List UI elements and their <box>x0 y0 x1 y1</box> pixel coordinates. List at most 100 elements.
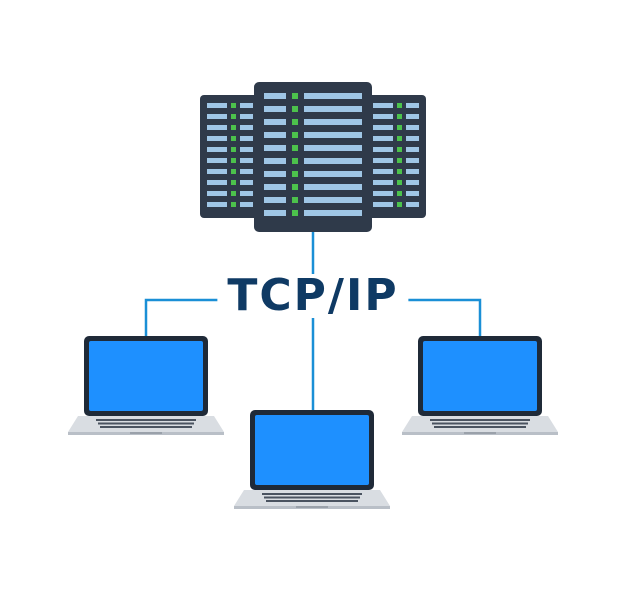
drive-slot <box>373 136 393 141</box>
status-led <box>231 136 236 141</box>
protocol-label: TCP/IP <box>217 274 409 318</box>
drive-slot <box>264 171 286 177</box>
drive-slot <box>304 106 362 112</box>
status-led <box>397 158 402 163</box>
status-led <box>231 125 236 130</box>
status-led <box>397 114 402 119</box>
status-led <box>397 180 402 185</box>
drive-slot <box>406 125 419 130</box>
status-led <box>292 171 298 177</box>
drive-slot <box>207 158 227 163</box>
laptop-right-icon <box>402 336 558 435</box>
drive-slot <box>304 145 362 151</box>
status-led <box>292 184 298 190</box>
drive-slot <box>207 191 227 196</box>
drive-slot <box>304 93 362 99</box>
drive-slot <box>406 103 419 108</box>
drive-slot <box>304 210 362 216</box>
drive-slot <box>264 132 286 138</box>
laptop-screen <box>89 341 203 411</box>
drive-slot <box>264 210 286 216</box>
laptop-center-icon <box>234 410 390 509</box>
drive-slot <box>373 147 393 152</box>
status-led <box>231 158 236 163</box>
drive-slot <box>264 119 286 125</box>
keyboard-row <box>430 419 530 421</box>
drive-slot <box>240 147 253 152</box>
drive-slot <box>304 132 362 138</box>
status-led <box>231 114 236 119</box>
status-led <box>397 136 402 141</box>
drive-slot <box>240 158 253 163</box>
keyboard-row <box>100 426 192 428</box>
drive-slot <box>240 103 253 108</box>
drive-slot <box>207 169 227 174</box>
status-led <box>292 132 298 138</box>
status-led <box>397 125 402 130</box>
status-led <box>231 191 236 196</box>
drive-slot <box>240 202 253 207</box>
keyboard-row <box>98 422 194 425</box>
drive-slot <box>240 114 253 119</box>
drive-slot <box>207 125 227 130</box>
drive-slot <box>264 184 286 190</box>
drive-slot <box>373 180 393 185</box>
drive-slot <box>207 180 227 185</box>
drive-slot <box>406 147 419 152</box>
laptop-left-icon <box>68 336 224 435</box>
keyboard-row <box>434 426 526 428</box>
server-rack-icon <box>200 82 426 232</box>
status-led <box>292 145 298 151</box>
laptop-screen <box>423 341 537 411</box>
drive-slot <box>264 106 286 112</box>
status-led <box>397 169 402 174</box>
drive-slot <box>264 93 286 99</box>
drive-slot <box>406 158 419 163</box>
keyboard-row <box>266 500 358 502</box>
drive-slot <box>240 136 253 141</box>
status-led <box>397 147 402 152</box>
laptop-screen <box>255 415 369 485</box>
touchpad-notch <box>464 432 496 434</box>
connector-to-laptop-left <box>144 298 226 336</box>
status-led <box>397 202 402 207</box>
status-led <box>292 119 298 125</box>
drive-slot <box>406 169 419 174</box>
drive-slot <box>304 158 362 164</box>
keyboard-row <box>432 422 528 425</box>
drive-slot <box>373 103 393 108</box>
drive-slot <box>240 191 253 196</box>
status-led <box>292 106 298 112</box>
status-led <box>231 103 236 108</box>
connector-lines <box>144 232 482 410</box>
drive-slot <box>373 125 393 130</box>
drive-slot <box>373 169 393 174</box>
keyboard-row <box>96 419 196 421</box>
drive-slot <box>207 114 227 119</box>
drive-slot <box>406 202 419 207</box>
server-unit-left <box>200 95 260 218</box>
drive-slot <box>304 119 362 125</box>
drive-slot <box>406 180 419 185</box>
drive-slot <box>373 114 393 119</box>
drive-slot <box>406 191 419 196</box>
status-led <box>231 180 236 185</box>
status-led <box>292 93 298 99</box>
drive-slot <box>207 202 227 207</box>
status-led <box>292 210 298 216</box>
drive-slot <box>264 145 286 151</box>
keyboard-row <box>264 496 360 499</box>
drive-slot <box>406 114 419 119</box>
status-led <box>231 169 236 174</box>
drive-slot <box>207 103 227 108</box>
server-unit-center <box>254 82 372 232</box>
drive-slot <box>207 147 227 152</box>
drive-slot <box>304 197 362 203</box>
status-led <box>292 197 298 203</box>
drive-slot <box>240 125 253 130</box>
status-led <box>231 202 236 207</box>
status-led <box>397 191 402 196</box>
touchpad-notch <box>130 432 162 434</box>
connector-to-laptop-right <box>400 298 482 336</box>
